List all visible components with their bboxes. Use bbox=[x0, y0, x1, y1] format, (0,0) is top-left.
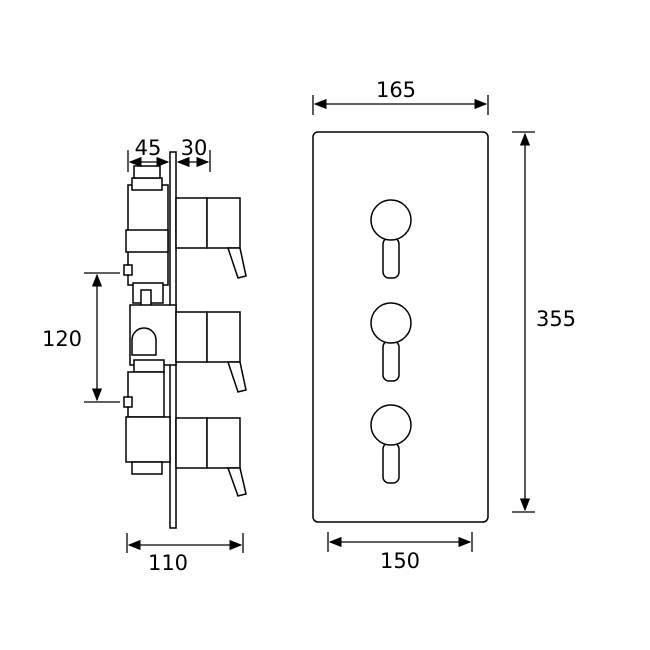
dimension-45: 45 bbox=[127, 136, 170, 172]
dimension-150: 150 bbox=[327, 532, 473, 573]
dimension-label: 120 bbox=[42, 327, 82, 351]
side-view bbox=[123, 151, 247, 529]
front-view bbox=[312, 131, 489, 523]
dimension-165: 165 bbox=[312, 78, 489, 115]
dimension-label: 45 bbox=[135, 136, 162, 160]
dimension-110: 110 bbox=[126, 533, 244, 575]
dimension-label: 165 bbox=[376, 78, 416, 102]
dimension-label: 150 bbox=[380, 549, 420, 573]
dimension-label: 30 bbox=[181, 136, 208, 160]
control-knob bbox=[370, 404, 412, 484]
dimension-355: 355 bbox=[512, 131, 576, 513]
dimension-120: 120 bbox=[42, 272, 120, 403]
control-knob bbox=[370, 302, 412, 382]
side-handles bbox=[175, 197, 247, 497]
valve-body bbox=[123, 165, 177, 475]
bottom-nut bbox=[131, 461, 163, 475]
top-nut bbox=[131, 177, 163, 191]
dimension-30: 30 bbox=[176, 136, 211, 172]
dimension-label: 110 bbox=[148, 551, 188, 575]
dimension-label: 355 bbox=[536, 307, 576, 331]
control-knob bbox=[370, 199, 412, 279]
